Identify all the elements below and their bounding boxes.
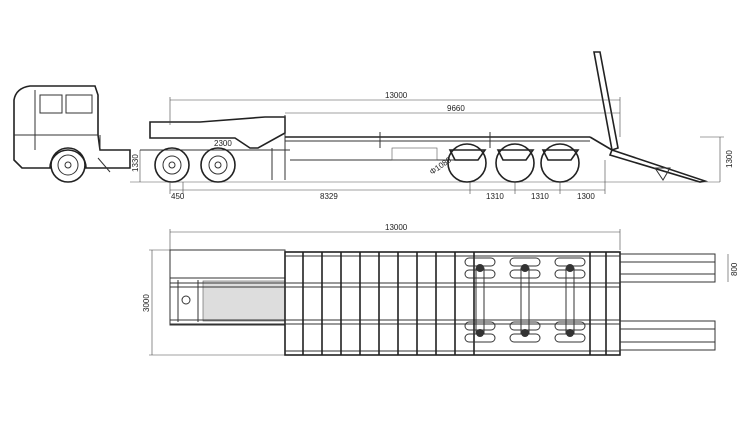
dim-gooseneck-height: 1330 [131, 154, 140, 172]
crossmembers [302, 252, 607, 355]
dim-front-overhang: 450 [171, 192, 185, 201]
side-view: 13000 9660 2300 450 8329 1310 1310 1300 … [13, 51, 734, 201]
dim-width: 3000 [142, 294, 151, 312]
dim-axle-spacing-2: 1310 [531, 192, 549, 201]
dim-kingpin-to-axle: 8329 [320, 192, 338, 201]
tire [509, 321, 541, 331]
axle-group [464, 257, 496, 343]
rear-ramp [589, 51, 709, 183]
dim-top-overall-length: 13000 [385, 223, 408, 232]
dim-tractor-axle-spacing: 2300 [214, 139, 232, 148]
upright-ramp [593, 51, 619, 152]
tractor-rear-wheel [154, 147, 190, 183]
dim-overall-length: 13000 [385, 91, 408, 100]
axle-group [509, 257, 541, 343]
trailer-wheel [447, 143, 487, 183]
main-deck-top [284, 251, 621, 356]
top-axle-groups [464, 257, 586, 343]
side-dimensions [139, 97, 724, 194]
tractor-wheel [50, 147, 86, 183]
dim-wheel-diameter: Φ1080 [428, 155, 453, 177]
dim-axle-spacing-1: 1310 [486, 192, 504, 201]
tire [464, 321, 496, 331]
dim-deck-length: 9660 [447, 104, 465, 113]
lowbed-deck [285, 132, 590, 161]
tractor-truck [13, 85, 131, 183]
dim-rear-overhang: 1300 [577, 192, 595, 201]
axle-group [554, 257, 586, 343]
tire [554, 321, 586, 331]
ramps-top [619, 253, 729, 351]
tractor-rear-wheel [200, 147, 236, 183]
top-view: 13000 3000 800 [142, 223, 739, 356]
dim-ramp-width: 800 [730, 262, 739, 276]
dim-ramp-height: 1300 [725, 150, 734, 168]
trailer-axles [447, 143, 580, 183]
kingpin [181, 295, 191, 305]
checker-plate [202, 280, 286, 322]
gooseneck [140, 115, 290, 183]
